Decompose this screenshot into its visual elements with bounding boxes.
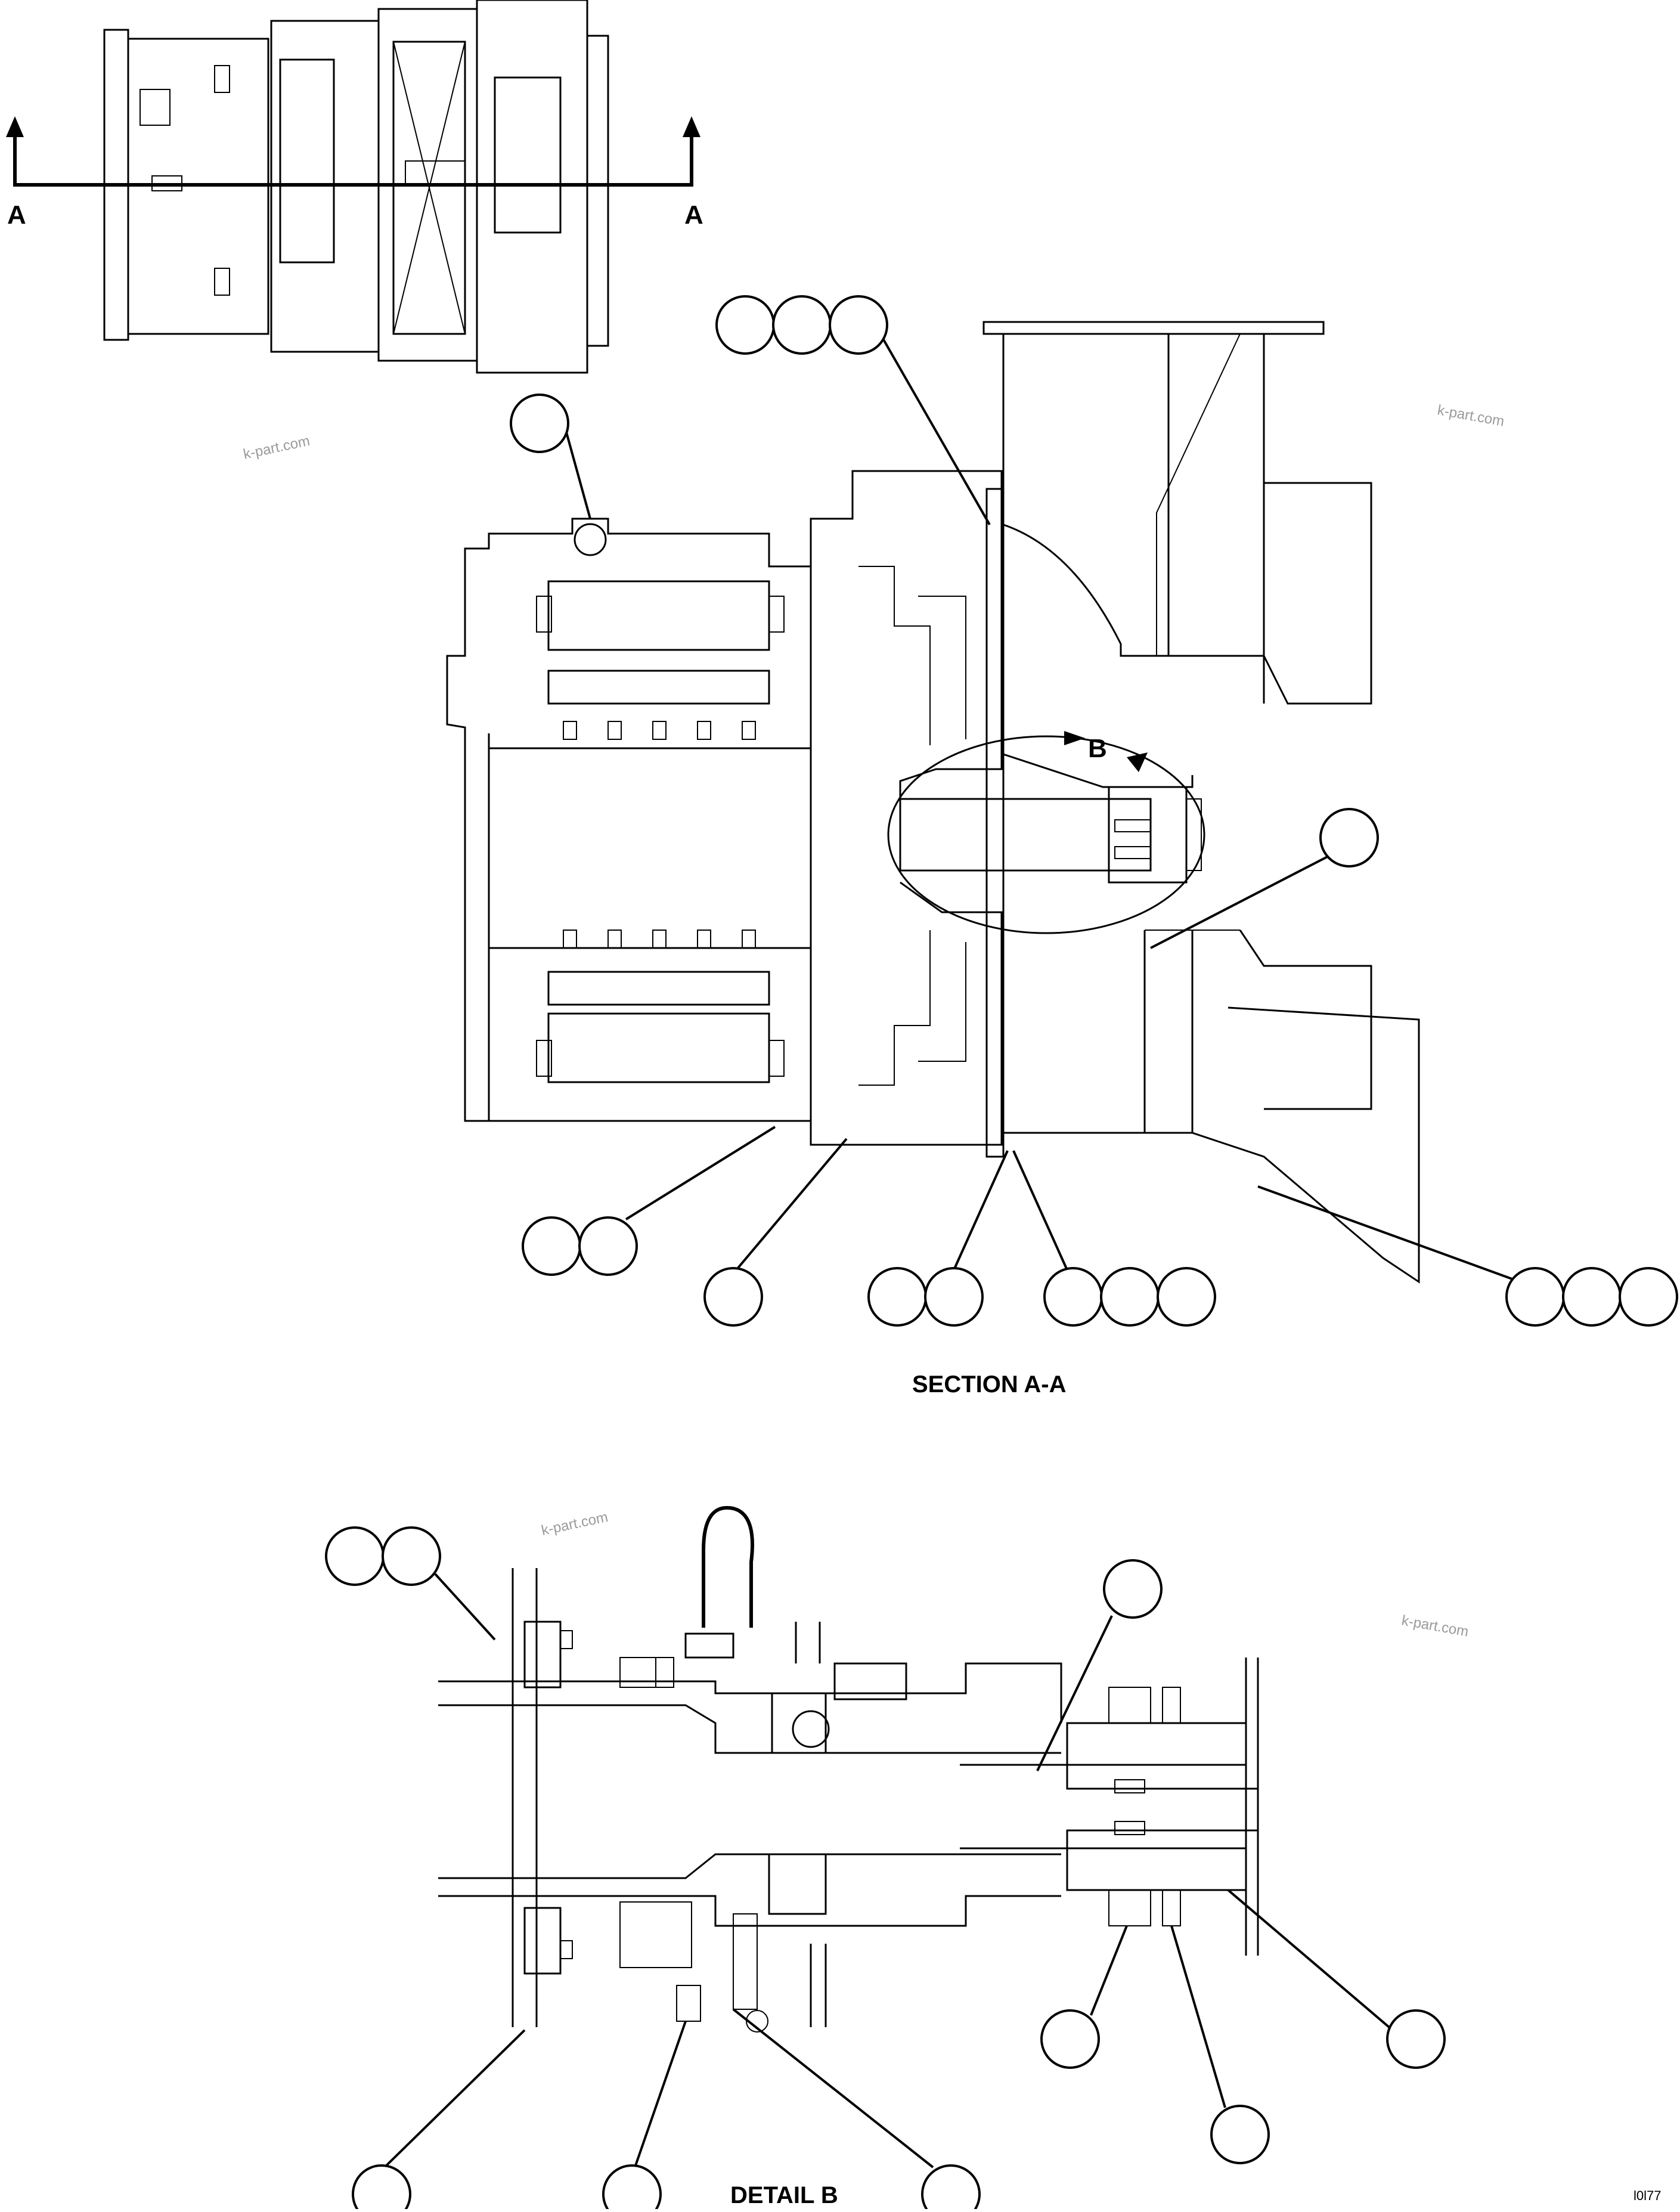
callout-bubble[interactable] [578, 1216, 638, 1276]
section-cut-line: A A [6, 116, 703, 230]
detail-b-callout-circle [887, 735, 1205, 934]
callout-bubble[interactable] [522, 1216, 581, 1276]
callout-bubble[interactable] [1505, 1267, 1565, 1327]
callout-bubble[interactable] [924, 1267, 984, 1327]
callout-bubble[interactable] [703, 1267, 763, 1327]
callout-bubble[interactable] [867, 1267, 927, 1327]
detail-b-drawing [438, 1505, 1259, 2033]
callout-bubble[interactable] [772, 295, 832, 355]
watermark: k-part.com [540, 1509, 609, 1539]
callout-bubble[interactable] [1386, 2009, 1446, 2069]
callout-bubble[interactable] [1100, 1267, 1160, 1327]
callout-bubble[interactable] [602, 2164, 662, 2212]
callout-bubble[interactable] [829, 295, 888, 355]
drawing-code: l0l77 [1633, 2188, 1661, 2203]
callout-bubble[interactable] [1562, 1267, 1622, 1327]
detail-b-callouts [325, 1526, 1446, 2212]
rotor-bolt-row-lower [563, 930, 756, 949]
watermark: k-part.com [1400, 1612, 1470, 1640]
section-a-a-callouts [510, 295, 1678, 1327]
section-title: SECTION A-A [912, 1371, 1067, 1398]
callout-bubble[interactable] [921, 2164, 981, 2212]
watermark: k-part.com [242, 433, 311, 463]
watermark: k-part.com [1436, 402, 1505, 429]
callout-bubble[interactable] [510, 394, 569, 453]
section-letter-left: A [7, 200, 26, 230]
callout-bubble[interactable] [1103, 1559, 1163, 1619]
callout-bubble[interactable] [325, 1526, 385, 1586]
callout-bubble[interactable] [1040, 2009, 1100, 2069]
detail-b-marker: B [1088, 734, 1107, 763]
callout-bubble[interactable] [382, 1526, 441, 1586]
section-letter-right: A [684, 200, 703, 230]
section-a-a-drawing: B [446, 321, 1420, 1284]
callout-bubble[interactable] [352, 2164, 411, 2212]
callout-bubble[interactable] [715, 295, 775, 355]
callout-bubble[interactable] [1210, 2105, 1270, 2164]
callout-bubble[interactable] [1043, 1267, 1103, 1327]
callout-bubble[interactable] [1157, 1267, 1216, 1327]
callout-bubble[interactable] [1619, 1267, 1678, 1327]
rotor-bolt-row-upper [563, 721, 756, 740]
callout-bubble[interactable] [1319, 808, 1379, 868]
detail-title: DETAIL B [730, 2182, 838, 2208]
